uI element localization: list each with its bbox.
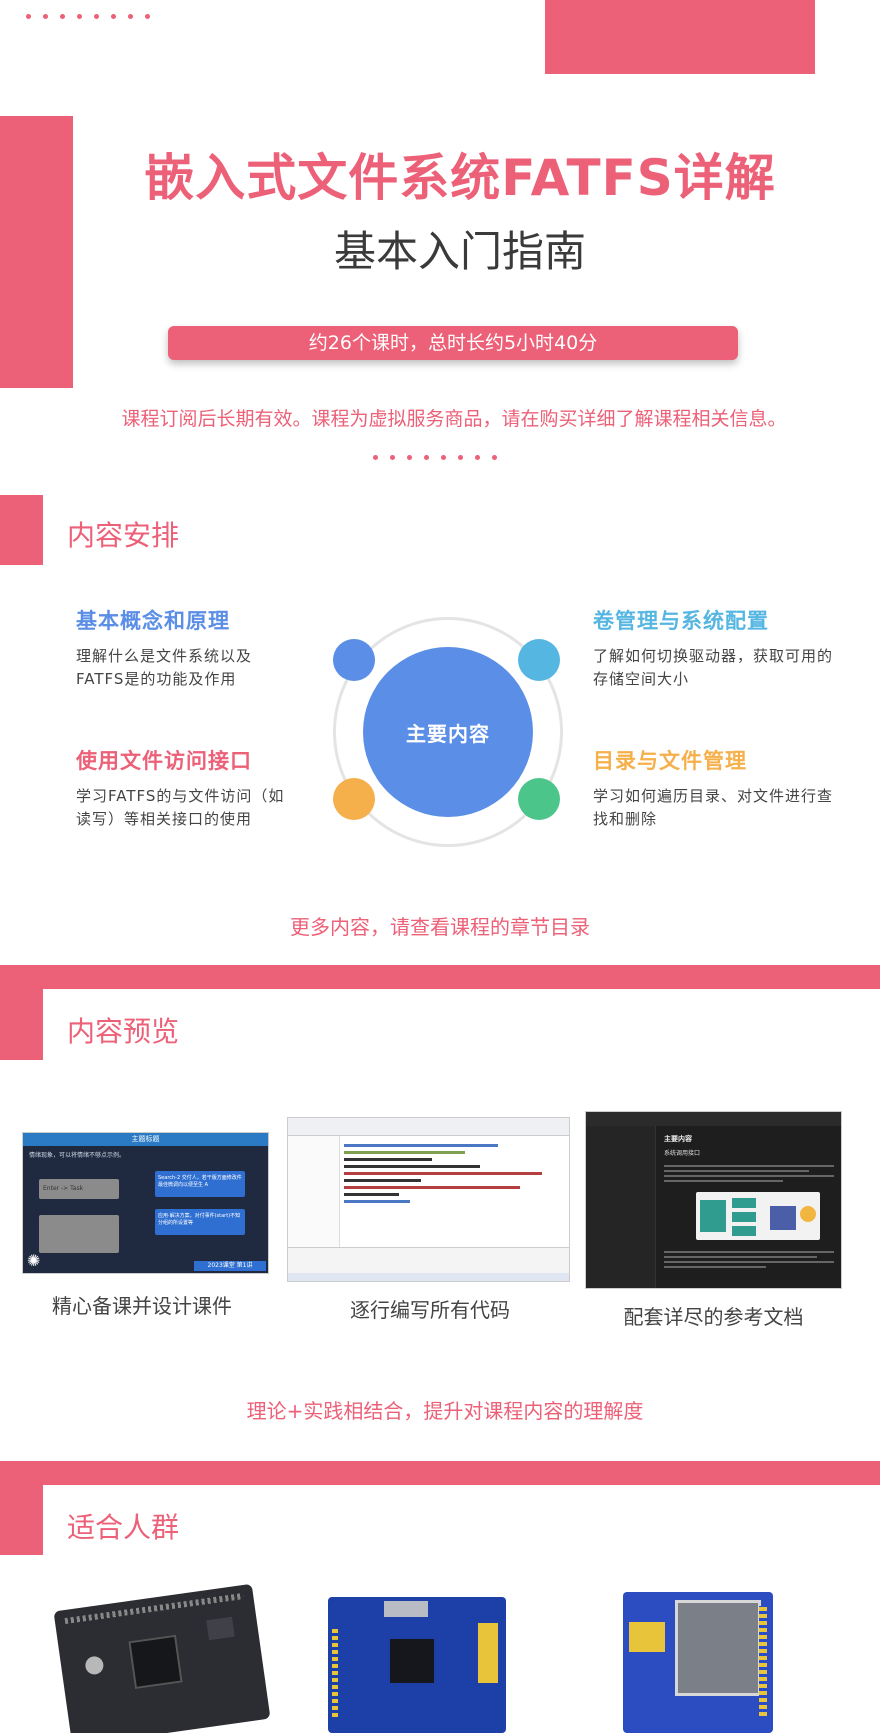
preview-slides-image: 主题标题 情绪现象，可以将情绪不够点示例。 Enter -> Task Sear… xyxy=(22,1132,269,1274)
editor-output-panel xyxy=(288,1247,569,1273)
preview-code-image xyxy=(287,1117,570,1282)
doc-subheading: 系统调用接口 xyxy=(664,1150,701,1157)
caption-slides: 精心备课并设计课件 xyxy=(52,1294,232,1318)
cyan-dot xyxy=(518,639,560,681)
more-content-text: 更多内容，请查看课程的章节目录 xyxy=(290,915,590,939)
slide-footer: 2023课堂 第1讲 xyxy=(194,1261,266,1271)
course-subtitle: 基本入门指南 xyxy=(333,227,586,276)
slide-note: 情绪现象，可以将情绪不够点示例。 xyxy=(29,1152,126,1159)
topic-title: 卷管理与系统配置 xyxy=(593,609,769,633)
topic-title: 使用文件访问接口 xyxy=(76,749,252,773)
editor-code-area xyxy=(344,1140,564,1250)
section-title-preview: 内容预览 xyxy=(67,1015,180,1048)
topic-desc: 学习FATFS的与文件访问（如读写）等相关接口的使用 xyxy=(76,787,285,828)
dev-board-lcd-image xyxy=(623,1592,773,1733)
taskbar xyxy=(288,1273,569,1281)
blue-dot xyxy=(333,639,375,681)
topic-directory-management: 目录与文件管理 学习如何遍历目录、对文件进行查找和删除 xyxy=(593,745,833,831)
preview-docs-image: 主要内容 系统调用接口 xyxy=(585,1111,842,1289)
dev-board-apollo-image xyxy=(328,1597,506,1733)
topic-desc: 学习如何遍历目录、对文件进行查找和删除 xyxy=(593,787,834,828)
slide-box-blue-2: 应用·解决方案，对付事件(start)不知分组的所设置等 xyxy=(155,1209,245,1235)
topic-desc: 理解什么是文件系统以及FATFS是的功能及作用 xyxy=(76,647,253,688)
theory-practice-text: 理论+实践相结合，提升对课程内容的理解度 xyxy=(246,1399,644,1423)
doc-topbar xyxy=(586,1112,841,1126)
course-title: 嵌入式文件系统FATFS详解 xyxy=(144,149,776,207)
slide-header-bar: 主题标题 xyxy=(23,1133,268,1146)
top-dots xyxy=(26,14,150,19)
mid-dots xyxy=(373,455,497,460)
slide-box-gray-2 xyxy=(39,1215,119,1253)
topic-title: 目录与文件管理 xyxy=(593,749,747,773)
dev-board-black-image xyxy=(53,1583,271,1733)
slide-box-blue-1: Search-2 交付人，若干版方面修改件最佳微调向以便至生 A xyxy=(155,1171,245,1197)
section-band-audience xyxy=(0,1461,880,1485)
editor-file-tree xyxy=(288,1136,340,1256)
doc-diagram xyxy=(696,1192,820,1240)
topic-basic-concepts: 基本概念和原理 理解什么是文件系统以及FATFS是的功能及作用 xyxy=(76,605,296,691)
main-content-circle: 主要内容 xyxy=(363,647,533,817)
left-side-bar xyxy=(0,116,73,388)
caption-code: 逐行编写所有代码 xyxy=(350,1298,510,1322)
section-title-audience: 适合人群 xyxy=(67,1511,180,1544)
caption-docs: 配套详尽的参考文档 xyxy=(623,1305,804,1329)
slide-box-gray-1: Enter -> Task xyxy=(39,1179,119,1199)
section-marker-content xyxy=(0,495,43,565)
doc-heading: 主要内容 xyxy=(664,1135,692,1143)
doc-text-lines xyxy=(664,1162,834,1185)
topic-desc: 了解如何切换驱动器，获取可用的存储空间大小 xyxy=(593,647,834,688)
section-title-content: 内容安排 xyxy=(67,519,180,552)
topic-title: 基本概念和原理 xyxy=(76,609,230,633)
editor-toolbar xyxy=(288,1118,569,1136)
section-marker-audience xyxy=(0,1485,43,1555)
section-marker-preview xyxy=(0,989,43,1060)
section-band-preview xyxy=(0,965,880,989)
diagram-ring xyxy=(333,617,563,847)
doc-text-lines-bottom xyxy=(664,1248,834,1271)
subscription-notice: 课程订阅后长期有效。课程为虚拟服务商品，请在购买详细了解课程相关信息。 xyxy=(121,408,787,430)
doc-sidebar xyxy=(586,1112,656,1288)
orange-dot xyxy=(333,778,375,820)
duration-badge: 约26个课时，总时长约5小时40分 xyxy=(168,326,738,360)
green-dot xyxy=(518,778,560,820)
topic-volume-management: 卷管理与系统配置 了解如何切换驱动器，获取可用的存储空间大小 xyxy=(593,605,833,691)
top-right-bar xyxy=(545,0,815,74)
topic-file-access: 使用文件访问接口 学习FATFS的与文件访问（如读写）等相关接口的使用 xyxy=(76,745,296,831)
gear-icon: ✺ xyxy=(27,1251,41,1270)
